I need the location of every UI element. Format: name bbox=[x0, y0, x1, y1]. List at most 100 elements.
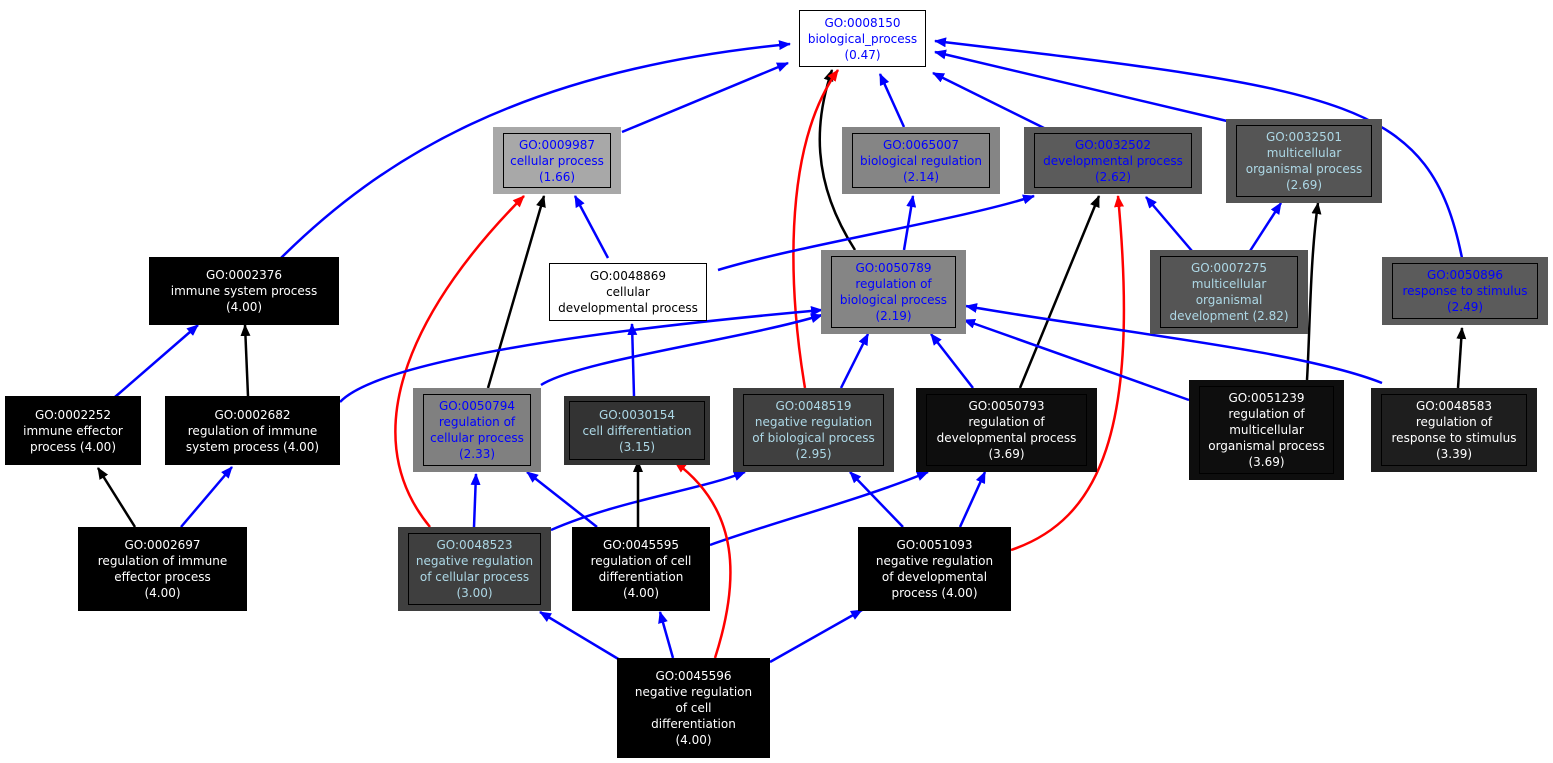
go-term-label-line: biological process bbox=[839, 293, 948, 307]
edge-n7275-to-n32501-is-a bbox=[1248, 202, 1283, 252]
edge-n48869-to-n9987-is-a bbox=[573, 195, 610, 259]
go-term-id: GO:0051239 bbox=[1228, 391, 1305, 405]
edge-n45596-to-n48523-is-a bbox=[539, 610, 621, 662]
go-term-label-line: negative regulation bbox=[754, 415, 873, 429]
go-term-label-line: process (4.00) bbox=[891, 586, 978, 600]
go-term-label-line: immune effector bbox=[23, 423, 123, 438]
go-term-label-line: (4.00) bbox=[225, 300, 263, 314]
go-term-id: GO:0048519 bbox=[775, 399, 852, 413]
edge-n2697-to-n2252-regulates bbox=[96, 467, 137, 528]
edge-n51093-to-n32502-negatively-regulates bbox=[1010, 195, 1126, 552]
go-term-label-line: regulation of immune bbox=[187, 423, 318, 438]
go-term-label-line: process (4.00) bbox=[29, 439, 116, 454]
go-term-id: GO:0045596 bbox=[655, 669, 732, 683]
go-term-id: GO:0048869 bbox=[589, 269, 667, 283]
edge-n65007-to-n8150-is-a bbox=[878, 73, 906, 128]
go-term-label-line: of cell bbox=[675, 701, 712, 715]
go-term-label-line: cellular process bbox=[430, 431, 524, 445]
edge-n48583-to-n50896-regulates bbox=[1456, 327, 1467, 389]
go-term-label-line: negative regulation bbox=[875, 554, 994, 568]
go-term-label-line: regulation of bbox=[968, 415, 1045, 429]
edge-n2697-to-n2682-is-a bbox=[180, 466, 233, 528]
edge-n50896-to-n8150-is-a bbox=[934, 37, 1464, 259]
edge-n45596-to-n45595-is-a bbox=[658, 611, 675, 659]
go-term-label-line: organismal bbox=[1195, 293, 1263, 307]
go-term-id: GO:0051093 bbox=[896, 538, 973, 552]
edge-n2682-to-n2376-regulates bbox=[240, 324, 251, 397]
go-term-id[interactable]: GO:0032502 bbox=[1074, 137, 1152, 152]
go-term-label-line: of developmental bbox=[881, 570, 988, 584]
go-term-id: GO:0045595 bbox=[602, 538, 680, 552]
edge-n48523-to-n48519-is-a bbox=[550, 470, 746, 532]
go-term-id[interactable]: GO:0050896 bbox=[1426, 268, 1504, 282]
go-term-id[interactable]: GO:0050794 bbox=[438, 399, 516, 413]
go-term-label-line: developmental process bbox=[1043, 153, 1183, 168]
go-term-label-line: cellular process bbox=[510, 153, 604, 168]
edge-n32502-to-n8150-is-a bbox=[932, 71, 1045, 130]
go-term-label-line: multicellular bbox=[1191, 277, 1267, 291]
edge-n50793-to-n32502-regulates bbox=[1018, 195, 1101, 389]
go-term-label-line: (2.62) bbox=[1094, 169, 1132, 184]
go-term-node-48869: GO:0048869 cellular developmental process bbox=[549, 263, 707, 321]
go-term-label-line: (3.00) bbox=[456, 586, 493, 600]
go-term-label-line: regulation of bbox=[855, 277, 932, 291]
go-term-label-line: response to stimulus bbox=[1402, 284, 1528, 298]
go-term-label-line: (2.19) bbox=[875, 309, 912, 323]
go-term-label-line: (3.69) bbox=[1248, 455, 1285, 469]
go-term-label-line: organismal process bbox=[1208, 439, 1325, 453]
go-term-label-line: organismal process bbox=[1245, 162, 1363, 176]
go-term-label-line: developmental process bbox=[558, 301, 698, 315]
edge-n45595-to-n50794-is-a bbox=[526, 471, 598, 528]
edge-n48523-to-n9987-negatively-regulates bbox=[394, 195, 525, 528]
go-term-label-line: (1.66) bbox=[538, 169, 576, 184]
go-term-label-line: differentiation bbox=[651, 717, 736, 731]
edge-n2252-to-n2376-is-a bbox=[114, 324, 199, 398]
edge-n32501-to-n8150-is-a bbox=[934, 49, 1228, 123]
go-term-label-line: regulation of bbox=[1228, 407, 1305, 421]
go-term-label-line: multicellular bbox=[1266, 146, 1342, 160]
go-term-label-line: cellular bbox=[606, 285, 650, 299]
go-term-id: GO:0002252 bbox=[34, 407, 112, 422]
go-term-label-line: biological_process bbox=[807, 31, 918, 46]
go-term-label-line: response to stimulus bbox=[1391, 431, 1517, 445]
edge-n48519-to-n50789-is-a bbox=[839, 333, 870, 389]
edge-n51093-to-n50793-is-a bbox=[958, 471, 987, 528]
edge-n50794-to-n9987-regulates bbox=[486, 195, 546, 389]
edge-n51239-to-n50789-is-a bbox=[963, 318, 1190, 402]
edge-n2376-to-n8150-is-a bbox=[280, 40, 791, 259]
go-term-id[interactable]: GO:0050789 bbox=[855, 261, 932, 275]
go-term-label-line: (3.39) bbox=[1435, 447, 1473, 461]
go-term-id[interactable]: GO:0008150 bbox=[824, 15, 901, 30]
go-term-id[interactable]: GO:0009987 bbox=[518, 137, 596, 152]
go-term-id: GO:0050793 bbox=[968, 399, 1045, 413]
go-term-node-50789[interactable]: GO:0050789 regulation of biological proces… bbox=[821, 250, 966, 334]
edge-n50794-to-n50789-is-a bbox=[540, 313, 823, 387]
go-term-id: GO:0048583 bbox=[1415, 399, 1493, 413]
go-term-id[interactable]: GO:0065007 bbox=[882, 137, 960, 152]
go-term-label-line: effector process bbox=[114, 570, 211, 584]
go-term-label-line: differentiation bbox=[598, 570, 684, 584]
edge-n50789-to-n65007-is-a bbox=[902, 195, 917, 251]
